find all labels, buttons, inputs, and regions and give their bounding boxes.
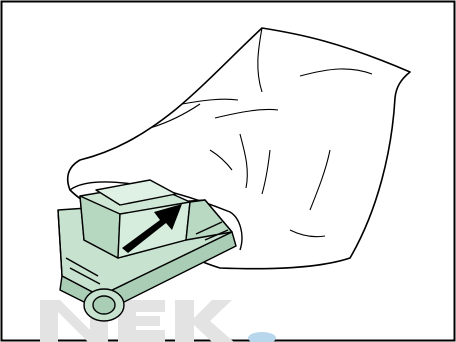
watermark-dot — [248, 332, 276, 342]
watermark-shape — [40, 300, 234, 342]
